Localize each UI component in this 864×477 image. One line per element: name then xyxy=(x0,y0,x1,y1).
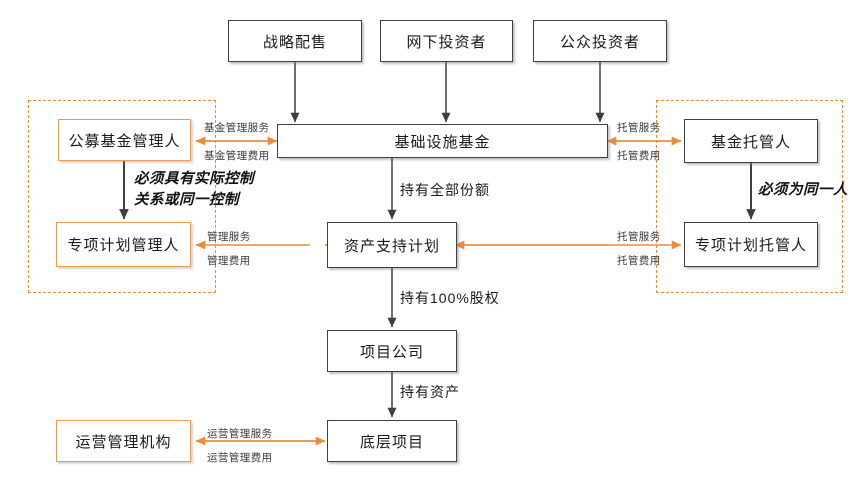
node-operation-management-org-label: 运营管理机构 xyxy=(75,433,172,451)
note-left-control-line1: 必须具有实际控制 xyxy=(134,171,254,187)
node-infrastructure-fund-label: 基础设施基金 xyxy=(394,133,491,151)
node-fund-trustee[interactable]: 基金托管人 xyxy=(684,119,818,163)
node-offline-investors-label: 网下投资者 xyxy=(406,33,487,51)
edge-label-hold-100-equity: 持有100%股权 xyxy=(400,290,500,306)
edge-label-custody-service-plan: 托管服务 xyxy=(617,231,661,243)
node-operation-management-org[interactable]: 运营管理机构 xyxy=(56,420,191,462)
node-infrastructure-fund[interactable]: 基础设施基金 xyxy=(277,124,608,158)
edge-label-operation-fee: 运营管理费用 xyxy=(207,452,273,464)
edge-label-fund-mgmt-service: 基金管理服务 xyxy=(204,122,270,134)
node-project-company[interactable]: 项目公司 xyxy=(327,330,457,372)
edge-label-mgmt-service: 管理服务 xyxy=(207,231,251,243)
node-special-plan-trustee-label: 专项计划托管人 xyxy=(694,237,807,254)
edge-label-custody-fee-plan: 托管费用 xyxy=(617,255,661,267)
note-right-same-person: 必须为同一人 xyxy=(758,182,848,198)
node-special-plan-trustee[interactable]: 专项计划托管人 xyxy=(684,222,818,267)
edge-label-fund-mgmt-fee: 基金管理费用 xyxy=(204,150,270,162)
edge-label-custody-fee-fund: 托管费用 xyxy=(617,150,661,162)
node-asset-support-plan-label: 资产支持计划 xyxy=(343,237,440,255)
left-group-dashed-box xyxy=(28,100,216,293)
node-project-company-label: 项目公司 xyxy=(359,343,424,361)
node-strategic-placement-label: 战略配售 xyxy=(262,33,327,51)
node-asset-support-plan[interactable]: 资产支持计划 xyxy=(327,222,457,268)
node-underlying-project-label: 底层项目 xyxy=(359,433,424,451)
node-public-investors-label: 公众投资者 xyxy=(559,33,640,51)
edge-label-operation-service: 运营管理服务 xyxy=(207,428,273,440)
edge-label-custody-service-fund: 托管服务 xyxy=(617,122,661,134)
edge-label-mgmt-fee: 管理费用 xyxy=(207,255,251,267)
node-strategic-placement[interactable]: 战略配售 xyxy=(228,20,362,62)
node-special-plan-manager[interactable]: 专项计划管理人 xyxy=(56,222,191,267)
right-group-dashed-box xyxy=(656,100,843,293)
node-public-fund-manager-label: 公募基金管理人 xyxy=(68,132,181,150)
node-offline-investors[interactable]: 网下投资者 xyxy=(380,20,513,62)
node-fund-trustee-label: 基金托管人 xyxy=(710,133,791,151)
edge-label-hold-all-shares: 持有全部份额 xyxy=(400,182,490,198)
node-public-investors[interactable]: 公众投资者 xyxy=(533,20,667,62)
node-special-plan-manager-label: 专项计划管理人 xyxy=(67,237,180,254)
node-public-fund-manager[interactable]: 公募基金管理人 xyxy=(58,119,191,161)
edge-label-hold-assets: 持有资产 xyxy=(400,384,460,400)
node-underlying-project[interactable]: 底层项目 xyxy=(327,420,457,462)
note-left-control-line2: 关系或同一控制 xyxy=(134,192,239,208)
